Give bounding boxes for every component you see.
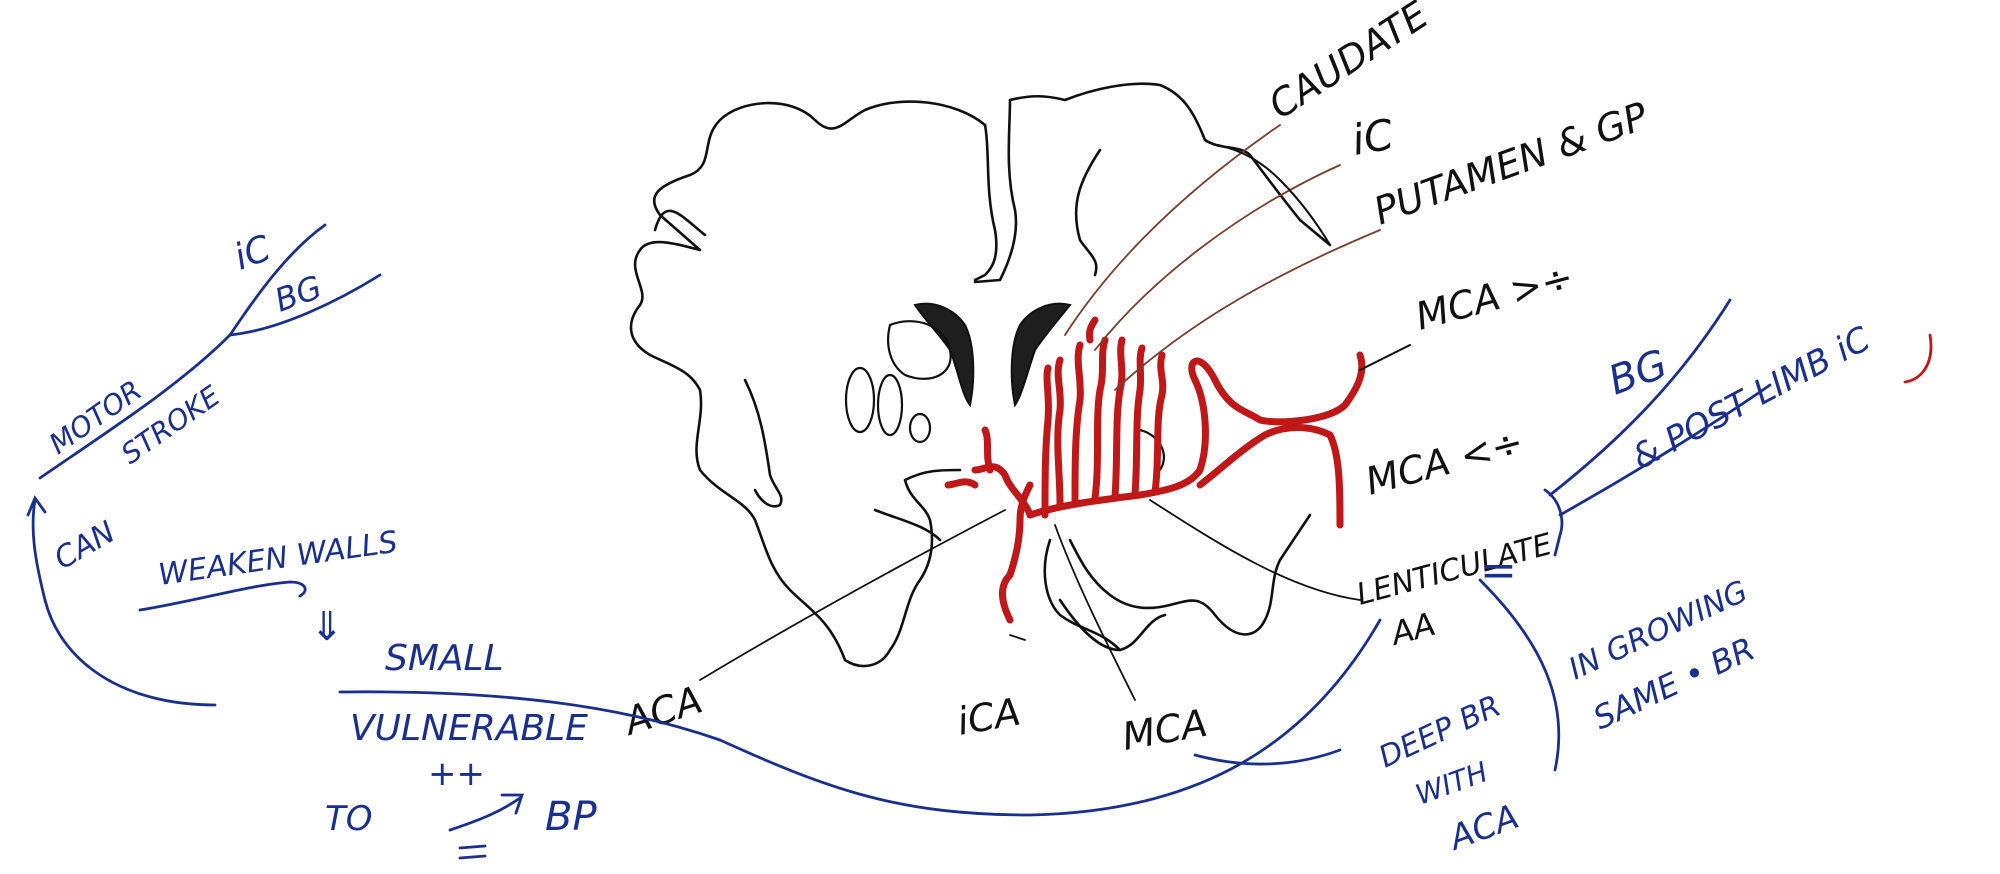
arrow-up-head xyxy=(28,498,45,515)
note-plus: ++ xyxy=(428,754,485,794)
lenticulostriate-3 xyxy=(1095,340,1105,498)
left-temporal-sulcus xyxy=(745,380,781,506)
mca-lower-branch xyxy=(1200,428,1340,526)
left-thalamus-oval-2 xyxy=(878,375,902,435)
note-can: CAN xyxy=(49,515,122,577)
left-thalamus-oval-3 xyxy=(910,414,930,442)
bp-arrow xyxy=(450,798,520,830)
leader-ica xyxy=(1010,635,1025,640)
leader-mca-bottom xyxy=(1055,525,1135,700)
leader-mca-gt xyxy=(1360,345,1410,370)
leader-lines xyxy=(700,125,1410,700)
arrow-up-line xyxy=(33,500,215,705)
note-post-limb-ic: & POST LIMB iC xyxy=(1625,319,1877,478)
left-thalamus-oval-1 xyxy=(846,368,874,432)
left-lateral-ventricle xyxy=(915,304,973,405)
lenticulostriate-8 xyxy=(1089,320,1095,340)
label-mca-lt: MCA <÷ xyxy=(1361,420,1528,504)
note-down-arrow: ⇓ xyxy=(310,604,344,650)
label-mca-gt: MCA >÷ xyxy=(1411,255,1578,339)
label-putamen-gp: PUTAMEN & GP xyxy=(1368,94,1654,234)
leader-ic xyxy=(1095,165,1340,350)
label-lenticulate-aa: AA xyxy=(1385,605,1439,654)
lenticulostriate-1 xyxy=(1058,360,1061,505)
note-to: TO xyxy=(325,799,373,839)
aca-stub-2 xyxy=(948,482,975,485)
vulnerable-curve xyxy=(720,620,1380,815)
note-bg-right: BG xyxy=(1603,341,1674,404)
note-vulnerable: VULNERABLE xyxy=(350,708,588,749)
label-ica: iCA xyxy=(954,690,1024,744)
right-lower-outline xyxy=(1070,515,1310,634)
label-mca-bottom: MCA xyxy=(1119,701,1211,759)
lenticulostriate-6 xyxy=(1155,355,1163,492)
lenticulostriate-2 xyxy=(1075,345,1080,500)
left-hemisphere-outline xyxy=(631,102,985,666)
leader-aca xyxy=(700,510,1005,680)
lenticulostriate-4 xyxy=(1115,340,1122,496)
note-small: SMALL xyxy=(385,638,504,679)
label-lenticulate: LENTICULATE xyxy=(1353,527,1556,613)
side-curve xyxy=(1905,335,1931,382)
note-deep-br: DEEP BR xyxy=(1374,689,1507,776)
aca-stub-1 xyxy=(985,430,990,470)
note-ic-branch: iC xyxy=(229,228,277,279)
right-lateral-sulcus xyxy=(1076,150,1100,275)
arteries xyxy=(948,320,1362,620)
lenticulostriate-7 xyxy=(1045,368,1048,515)
bp-equal-1 xyxy=(460,846,485,848)
left-midline xyxy=(975,125,996,280)
note-with: WITH xyxy=(1411,755,1492,811)
note-bg-branch: BG xyxy=(270,268,327,320)
bp-equal-2 xyxy=(460,856,485,858)
label-ic: iC xyxy=(1348,109,1398,164)
label-caudate: CAUDATE xyxy=(1261,0,1436,128)
note-bp: BP xyxy=(545,794,597,840)
in-growing-bracket xyxy=(1480,580,1559,770)
leader-lenticulate xyxy=(1150,500,1360,600)
deep-br-line xyxy=(1195,750,1340,764)
brain-outline xyxy=(631,84,1330,666)
note-equals: = xyxy=(1480,545,1517,596)
label-aca: ACA xyxy=(616,677,707,744)
note-aca-bottom: ACA xyxy=(1443,797,1525,859)
leader-putamen xyxy=(1115,230,1380,390)
anatomy-labels: CAUDATE iC PUTAMEN & GP MCA >÷ MCA <÷ LE… xyxy=(616,0,1653,759)
